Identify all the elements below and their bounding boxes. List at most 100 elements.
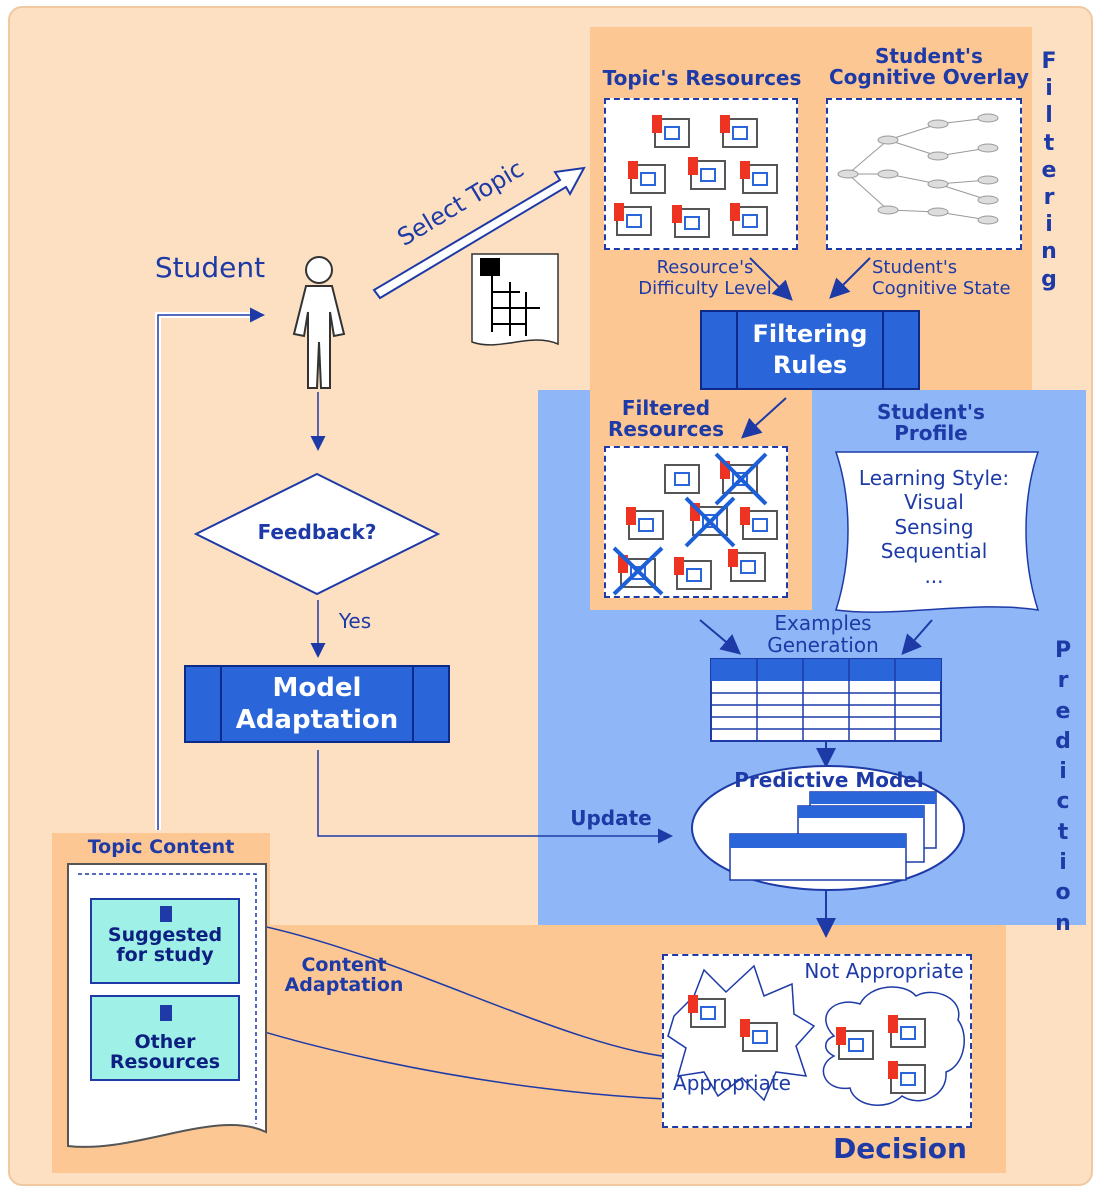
resource-icon xyxy=(720,115,758,148)
other-resources-box[interactable]: Other Resources xyxy=(90,995,240,1081)
yes-label: Yes xyxy=(338,609,372,633)
other-resources-line1: Other xyxy=(134,1031,196,1053)
cognitive-overlay-line2: Cognitive Overlay xyxy=(828,65,1030,89)
resource-icon xyxy=(728,549,766,582)
learning-style-sequential: Sequential xyxy=(880,539,988,564)
cognitive-state-label: Student's Cognitive State xyxy=(872,257,1038,299)
cognitive-state-line1: Student's xyxy=(872,257,958,278)
topic-document-icon xyxy=(471,253,559,346)
select-topic-arrow xyxy=(372,166,586,300)
examples-table-icon xyxy=(710,658,942,742)
examples-generation-label: Examples Generation xyxy=(740,612,906,656)
vertical-letter: e xyxy=(1041,157,1057,183)
student-profile-label: Student's Profile xyxy=(846,402,1016,444)
resource-icon xyxy=(664,464,700,494)
not-appropriate-label: Not Appropriate xyxy=(804,959,964,983)
vertical-letter: i xyxy=(1045,212,1053,238)
resource-icon xyxy=(628,161,666,194)
concept-graph-icon xyxy=(837,113,999,225)
decision-panel xyxy=(662,954,972,1128)
resource-icon xyxy=(888,1015,926,1048)
learning-style-more: ... xyxy=(924,563,944,588)
box-divider xyxy=(220,667,222,741)
filtered-resources-line1: Filtered xyxy=(621,396,711,420)
resource-icon xyxy=(740,507,778,540)
vertical-letter: t xyxy=(1057,819,1069,845)
cognitive-state-line2: Cognitive State xyxy=(872,277,1011,299)
topics-resources-label: Topic's Resources xyxy=(602,66,802,90)
vertical-letter: c xyxy=(1056,789,1070,815)
topics-resources-panel xyxy=(604,98,798,250)
resource-icon xyxy=(836,1027,874,1060)
examples-generation-line1: Examples xyxy=(774,611,872,635)
model-adaptation-box: Model Adaptation xyxy=(184,665,450,743)
vertical-letter: n xyxy=(1041,239,1057,265)
feedback-label: Feedback? xyxy=(257,520,377,544)
examples-generation-line2: Generation xyxy=(767,633,879,657)
filtered-resources-label: Filtered Resources xyxy=(596,398,736,440)
vertical-letter: r xyxy=(1043,185,1055,211)
vertical-letter: F xyxy=(1041,49,1057,74)
box-divider xyxy=(736,312,738,388)
vertical-letter: r xyxy=(1057,668,1069,694)
resource-difficulty-line1: Resource's xyxy=(656,257,754,278)
box-divider xyxy=(882,312,884,388)
exclusion-cross-icons xyxy=(612,452,768,596)
vertical-letter: l xyxy=(1045,103,1053,129)
resource-icon xyxy=(626,507,664,540)
model-adaptation-line2: Adaptation xyxy=(235,705,399,735)
vertical-letter: g xyxy=(1041,266,1057,292)
filtering-rules-line1: Filtering xyxy=(752,319,868,348)
learning-style-visual: Visual xyxy=(904,490,964,515)
suggested-line2: for study xyxy=(116,943,214,966)
suggested-line1: Suggested xyxy=(107,924,223,946)
resource-icon xyxy=(740,1019,778,1052)
resource-icon xyxy=(688,157,726,190)
decision-label: Decision xyxy=(833,1132,967,1165)
predictive-model-label: Predictive Model xyxy=(734,768,924,792)
vertical-letter: P xyxy=(1054,638,1072,663)
vertical-letter: i xyxy=(1059,850,1067,876)
resource-icon xyxy=(614,203,652,236)
resource-icon xyxy=(730,203,768,236)
filtered-resources-panel xyxy=(604,446,788,598)
content-adaptation-line2: Adaptation xyxy=(284,973,404,996)
resource-icon xyxy=(652,115,690,148)
suggested-label: Suggested for study xyxy=(92,924,238,966)
model-adaptation-line1: Model xyxy=(272,672,362,703)
suggested-box[interactable]: Suggested for study xyxy=(90,898,240,984)
cognitive-overlay-panel xyxy=(826,98,1022,250)
filtered-resources-line2: Resources xyxy=(607,417,725,441)
learning-style-text: Learning Style: Visual Sensing Sequentia… xyxy=(846,466,1022,588)
other-resources-label: Other Resources xyxy=(92,1031,238,1073)
content-adaptation-label: Content Adaptation xyxy=(264,955,424,996)
feedback-diamond xyxy=(193,472,441,596)
student-label: Student xyxy=(154,251,266,284)
document-icon xyxy=(160,906,172,922)
filtering-rules-line2: Rules xyxy=(772,351,848,379)
resource-icon xyxy=(674,557,712,590)
filtering-rules-box: Filtering Rules xyxy=(700,310,920,390)
profile-shape xyxy=(834,451,1040,613)
student-profile-line1: Student's xyxy=(877,400,985,424)
resource-difficulty-line2: Difficulty Level xyxy=(638,277,772,299)
learning-style-sensing: Sensing xyxy=(894,514,974,539)
vertical-letter: t xyxy=(1043,130,1055,156)
vertical-letter: i xyxy=(1045,76,1053,102)
vertical-letter: o xyxy=(1055,880,1071,906)
appropriate-label: Appropriate xyxy=(673,1071,791,1095)
student-profile-line2: Profile xyxy=(894,421,968,445)
resource-icon xyxy=(688,995,726,1028)
cognitive-overlay-label: Student's Cognitive Overlay xyxy=(824,46,1034,88)
predictive-model-shape xyxy=(691,765,965,891)
learning-style-heading: Learning Style: xyxy=(858,466,1010,490)
topic-content-label: Topic Content xyxy=(87,836,235,858)
update-label: Update xyxy=(570,806,652,830)
student-icon xyxy=(292,256,346,389)
cognitive-overlay-line1: Student's xyxy=(875,44,983,68)
resource-icon xyxy=(672,205,710,238)
resource-icon xyxy=(740,161,778,194)
